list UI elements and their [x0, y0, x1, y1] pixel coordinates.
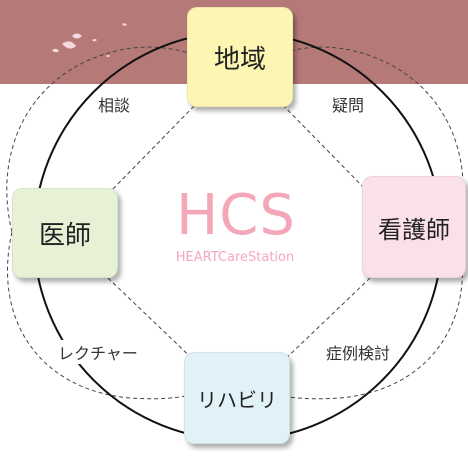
center-title: HCS — [176, 183, 296, 248]
dashed-connections — [6, 46, 464, 400]
dashed-diagonal-bottom-left — [107, 277, 201, 367]
dashed-diagonal-top-right — [277, 99, 371, 195]
dashed-diagonal-top-left — [107, 99, 201, 195]
link-label-consultation: 相談 — [98, 92, 131, 116]
dashed-diagonal-bottom-right — [277, 277, 371, 367]
center-subtitle: HEARTCareStation — [175, 250, 295, 265]
link-label-lecture: レクチャー — [56, 340, 140, 364]
node-community: 地域 — [187, 7, 293, 107]
dashed-right-lobe-top — [261, 46, 464, 233]
link-label-case-review: 症例検討 — [324, 340, 393, 364]
petal-decoration — [52, 23, 127, 57]
dashed-right-lobe-bottom — [271, 231, 463, 400]
node-rehabilitation: リハビリ — [184, 352, 290, 444]
dashed-left-lobe-bottom — [7, 231, 197, 400]
link-label-question: 疑問 — [332, 92, 365, 116]
node-doctor: 医師 — [12, 188, 118, 278]
node-nurse: 看護師 — [362, 176, 466, 278]
dashed-left-lobe-top — [6, 46, 213, 233]
